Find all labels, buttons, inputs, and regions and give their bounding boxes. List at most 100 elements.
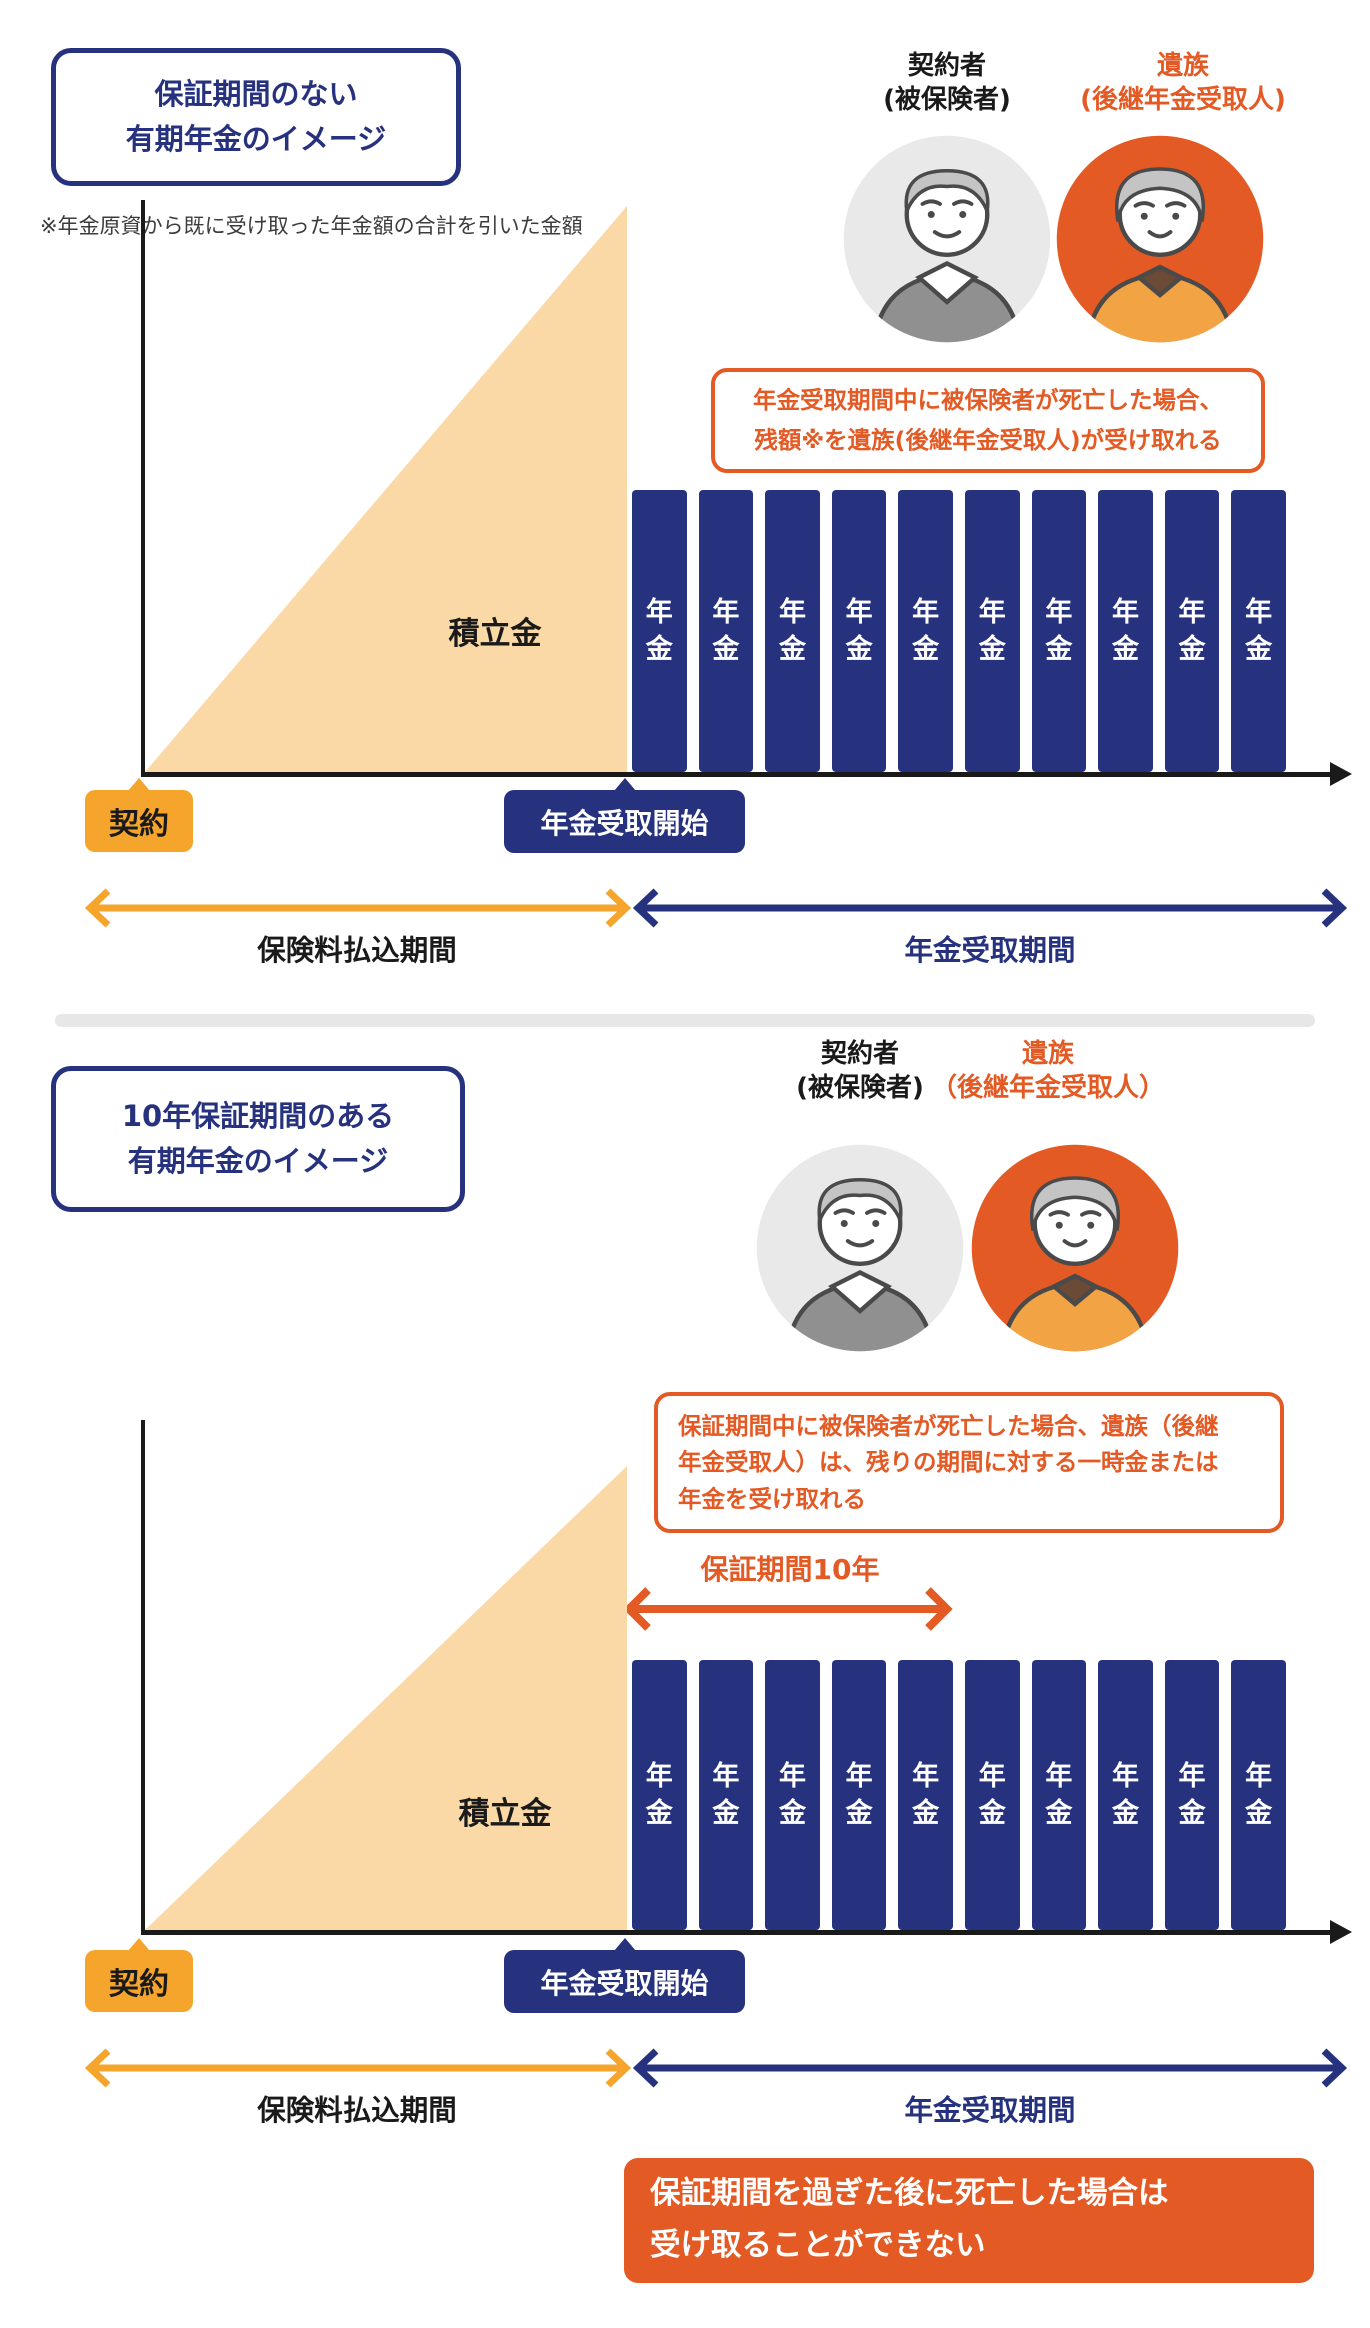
section2-title-line2: 有期年金のイメージ [127,1144,389,1178]
annuity-bar-char: 年 [845,597,873,628]
callout-line: 保証期間中に被保険者が死亡した場合、遺族（後継 [678,1412,1219,1440]
annuity-bars: 年金年金年金年金年金年金年金年金年金年金 [632,1660,1286,1930]
section1-survivor-label: 遺族 (後継年金受取人) [1035,50,1331,118]
annuity-bar-char: 年 [978,597,1006,628]
accumulation-triangle [145,206,627,772]
contract-tag: 契約 [85,778,193,852]
tag-tail-icon [128,778,150,791]
annuity-bar-char: 金 [778,1798,806,1829]
callout-line: 残額※を遺族(後継年金受取人)が受け取れる [754,425,1222,454]
section-divider [55,1014,1315,1027]
payment-period-label: 保険料払込期間 [257,2094,457,2127]
annuity-bar: 年金 [632,1660,687,1930]
annuity-bar: 年金 [1031,1660,1087,1930]
annuity-bar-char: 金 [978,1798,1006,1829]
section2-survivor-label: 遺族 （後継年金受取人） [900,1038,1196,1106]
tag-tail-icon [613,778,636,791]
annuity-bar-char: 年 [1245,597,1273,628]
annuity-bar-char: 金 [712,1798,740,1829]
annuity-bar-char: 金 [1111,634,1139,665]
x-axis [141,772,1333,777]
annuity-start-tag: 年金受取開始 [504,1938,745,2013]
x-axis-arrowhead-icon [1330,762,1352,786]
contractor-role: 契約者 [907,51,986,81]
y-axis [141,200,145,777]
annuity-bar-char: 金 [1178,1798,1206,1829]
annuity-bar: 年金 [964,490,1020,772]
accumulation-triangle [145,1466,627,1930]
annuity-bar-char: 年 [1045,1761,1073,1792]
annuity-bar-char: 金 [778,634,806,665]
annuity-bar-char: 年 [1178,1761,1206,1792]
annuity-bar-char: 金 [712,634,740,665]
section2-title-box: 10年保証期間のある 有期年金のイメージ [51,1066,465,1212]
annuity-bar-char: 金 [645,634,673,665]
receiving-period-label: 年金受取期間 [904,2094,1076,2127]
annuity-bar: 年金 [831,490,887,772]
annuity-bar: 年金 [831,1660,887,1930]
survivor-avatar-woman-icon [971,1144,1179,1352]
annuity-bar: 年金 [1031,490,1087,772]
section2-death-callout: 保証期間中に被保険者が死亡した場合、遺族（後継 年金受取人）は、残りの期間に対す… [654,1392,1284,1534]
annuity-bar-char: 金 [1245,1798,1273,1829]
receiving-period-arrow-icon [632,2048,1348,2088]
annuity-bar: 年金 [698,490,754,772]
survivor-role: 遺族 [1156,51,1209,81]
contractor-subrole: (被保険者) [796,1072,924,1103]
contractor-avatar-man-icon [843,135,1051,343]
after-guarantee-notice: 保証期間を過ぎた後に死亡した場合は 受け取ることができない [624,2158,1314,2283]
annuity-bar: 年金 [1098,490,1153,772]
annuity-start-label: 年金受取開始 [540,1966,709,2000]
guarantee-period-arrow-icon [623,1587,953,1631]
annuity-bar-char: 金 [1045,1798,1073,1829]
callout-line: 年金受取人）は、残りの期間に対する一時金または [678,1448,1219,1477]
payment-period-arrow-icon [84,2048,632,2088]
receiving-period-arrow-icon [632,888,1348,928]
annuity-bar: 年金 [1231,490,1286,772]
annuity-bar-char: 年 [778,597,806,628]
annuity-bar-char: 年 [1245,1761,1273,1792]
callout-line: 年金受取期間中に被保険者が死亡した場合、 [753,385,1223,414]
annuity-bar: 年金 [698,1660,754,1930]
annuity-bar-char: 年 [712,597,740,628]
annuity-bar-char: 年 [712,1761,740,1792]
annuity-bar-char: 金 [1111,1798,1139,1829]
section1-title-line1: 保証期間のない [154,77,358,112]
contract-tag-label: 契約 [109,807,169,842]
payment-period-arrow-icon [84,888,632,928]
annuity-start-label: 年金受取開始 [540,806,709,840]
tag-tail-icon [128,1938,150,1951]
payment-period-label: 保険料払込期間 [257,934,457,967]
survivor-role: 遺族 [1021,1039,1074,1069]
notice-line: 受け取ることができない [650,2228,986,2264]
section2-contractor-label: 契約者 (被保険者) [753,1038,967,1106]
annuity-bar-char: 金 [1245,634,1273,665]
annuity-start-tag: 年金受取開始 [504,778,745,853]
section1-footnote: ※年金原資から既に受け取った年金額の合計を引いた金額 [40,214,583,238]
annuity-bar: 年金 [898,490,953,772]
receiving-period-label: 年金受取期間 [904,934,1076,967]
section2-title-line1: 10年保証期間のある [121,1099,395,1134]
x-axis [141,1930,1333,1935]
contractor-subrole: (被保険者) [883,84,1011,115]
annuity-bar-char: 金 [912,1798,940,1829]
annuity-bar: 年金 [1231,1660,1286,1930]
annuity-bar-char: 年 [778,1761,806,1792]
annuity-bar: 年金 [1164,1660,1220,1930]
annuity-bar-char: 年 [978,1761,1006,1792]
annuity-bar-char: 年 [912,597,940,628]
annuity-bar-char: 年 [1111,1761,1139,1792]
annuity-bar: 年金 [1164,490,1220,772]
annuity-bar-char: 年 [1111,597,1139,628]
annuity-bar-char: 年 [1045,597,1073,628]
tag-tail-icon [613,1938,636,1951]
section1-contractor-label: 契約者 (被保険者) [840,50,1054,118]
annuity-bar-char: 金 [912,634,940,665]
annuity-bar-char: 年 [912,1761,940,1792]
annuity-bar-char: 金 [1045,634,1073,665]
annuity-bar-char: 金 [1178,634,1206,665]
contractor-avatar-man-icon [756,1144,964,1352]
accumulation-label: 積立金 [458,1796,552,1832]
accumulation-label: 積立金 [448,616,542,652]
